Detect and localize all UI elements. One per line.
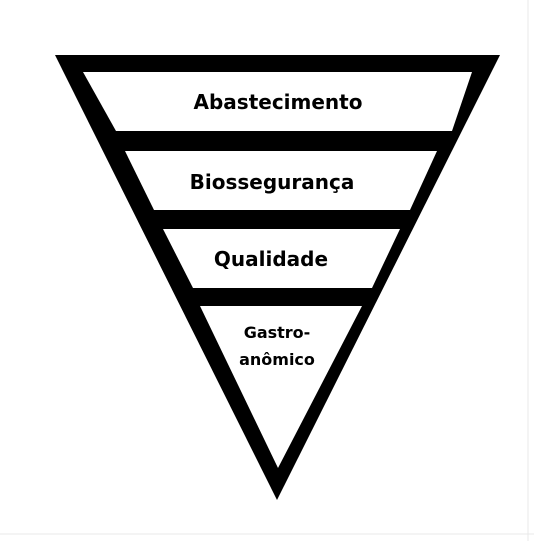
layer-label-abastecimento: Abastecimento [194, 90, 363, 114]
layer-label-gastro-line1: Gastro- [244, 323, 311, 342]
layer-band-2 [125, 151, 437, 210]
layer-label-biosseguranca: Biossegurança [190, 170, 355, 194]
layer-label-qualidade: Qualidade [214, 247, 328, 271]
layer-band-4 [200, 306, 362, 468]
layer-band-1 [83, 72, 472, 131]
layer-band-3 [163, 229, 400, 288]
layer-label-gastro-line2: anômico [239, 350, 315, 369]
